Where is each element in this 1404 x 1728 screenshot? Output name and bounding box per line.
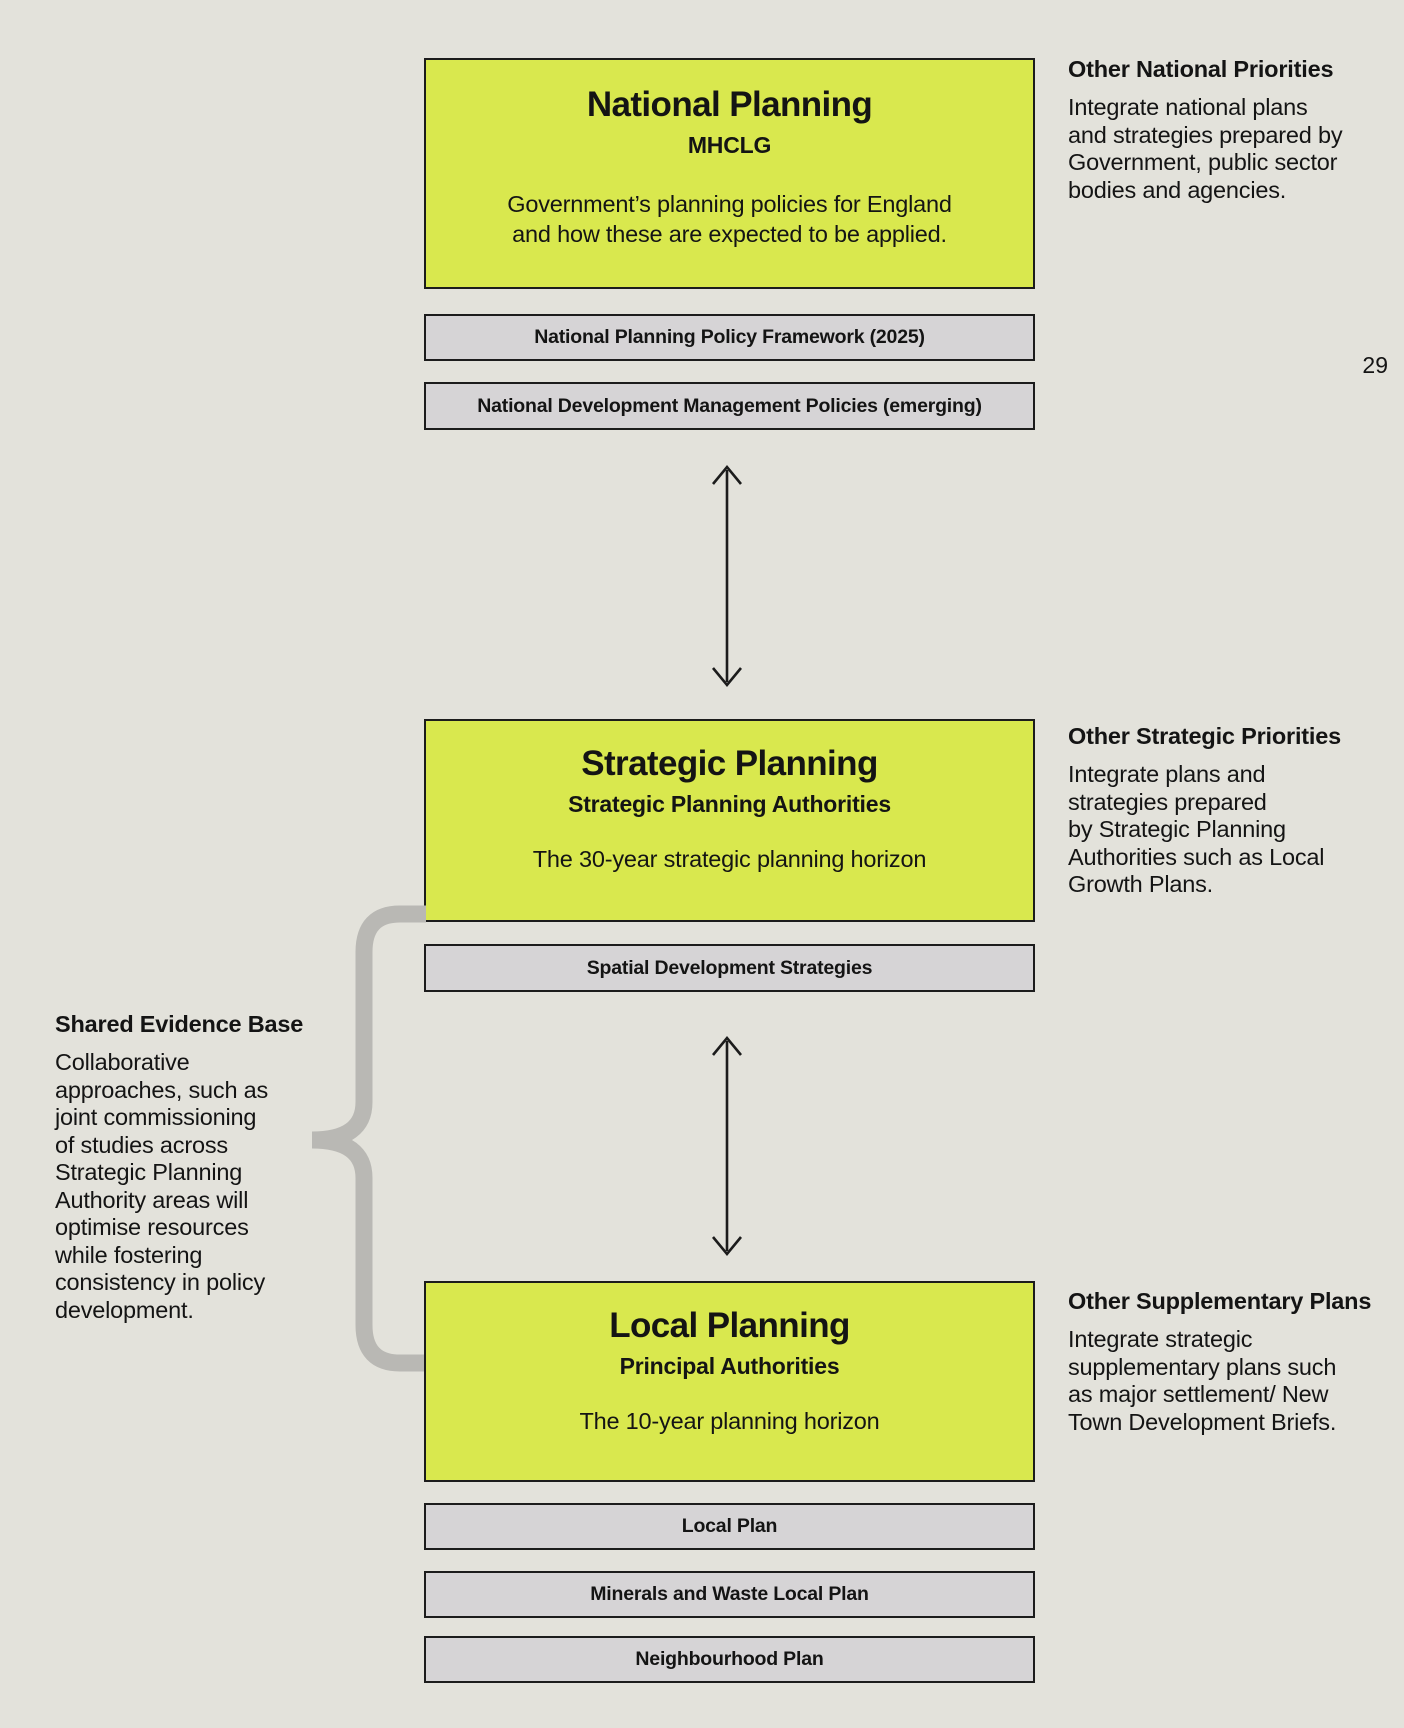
strategic-planning-title: Strategic Planning [581, 744, 878, 783]
national-planning-box: National Planning MHCLG Government’s pla… [424, 58, 1035, 289]
bar-neighbourhood-plan: Neighbourhood Plan [424, 1636, 1035, 1683]
bar-local-plan: Local Plan [424, 1503, 1035, 1550]
note-other-national-priorities: Other National Priorities Integrate nati… [1068, 55, 1390, 204]
note-shared-evidence-base: Shared Evidence Base Collaborative appro… [55, 1010, 315, 1324]
note-other-strategic-priorities-heading: Other Strategic Priorities [1068, 723, 1341, 749]
note-other-supplementary-plans-body: Integrate strategic supplementary plans … [1068, 1326, 1337, 1435]
strategic-planning-description: The 30-year strategic planning horizon [532, 845, 927, 872]
note-other-supplementary-plans-heading: Other Supplementary Plans [1068, 1288, 1372, 1314]
bar-spatial-development-strategies-label: Spatial Development Strategies [586, 956, 873, 979]
local-planning-subtitle: Principal Authorities [619, 1352, 840, 1379]
strategic-planning-subtitle: Strategic Planning Authorities [568, 790, 891, 817]
note-other-national-priorities-heading: Other National Priorities [1068, 56, 1334, 82]
national-planning-title: National Planning [586, 85, 873, 124]
bar-local-plan-label: Local Plan [681, 1515, 778, 1537]
bar-minerals-waste-local-plan-label: Minerals and Waste Local Plan [590, 1583, 869, 1605]
bar-nppf: National Planning Policy Framework (2025… [424, 314, 1035, 361]
local-planning-title: Local Planning [609, 1306, 850, 1345]
local-planning-description: The 10-year planning horizon [579, 1407, 880, 1434]
bar-neighbourhood-plan-label: Neighbourhood Plan [635, 1648, 824, 1670]
bar-ndmp-label: National Development Management Policies… [477, 394, 982, 417]
note-other-supplementary-plans: Other Supplementary Plans Integrate stra… [1068, 1287, 1390, 1436]
note-shared-evidence-base-heading: Shared Evidence Base [55, 1011, 304, 1037]
double-arrow-icon [711, 1035, 743, 1257]
note-other-strategic-priorities-body: Integrate plans and strategies prepared … [1068, 761, 1325, 898]
page-number: 29 [1362, 352, 1388, 378]
bar-spatial-development-strategies: Spatial Development Strategies [424, 944, 1035, 992]
note-other-strategic-priorities: Other Strategic Priorities Integrate pla… [1068, 722, 1390, 899]
bar-nppf-label: National Planning Policy Framework (2025… [534, 326, 925, 348]
local-planning-box: Local Planning Principal Authorities The… [424, 1281, 1035, 1482]
bar-ndmp: National Development Management Policies… [424, 382, 1035, 430]
national-planning-subtitle: MHCLG [687, 131, 772, 158]
bar-minerals-waste-local-plan: Minerals and Waste Local Plan [424, 1571, 1035, 1618]
national-planning-description: Government’s planning policies for Engla… [507, 190, 952, 248]
strategic-planning-box: Strategic Planning Strategic Planning Au… [424, 719, 1035, 922]
curly-brace-icon [311, 905, 426, 1372]
note-other-national-priorities-body: Integrate national plans and strategies … [1068, 94, 1343, 203]
double-arrow-icon [711, 464, 743, 688]
note-shared-evidence-base-body: Collaborative approaches, such as joint … [55, 1049, 269, 1323]
